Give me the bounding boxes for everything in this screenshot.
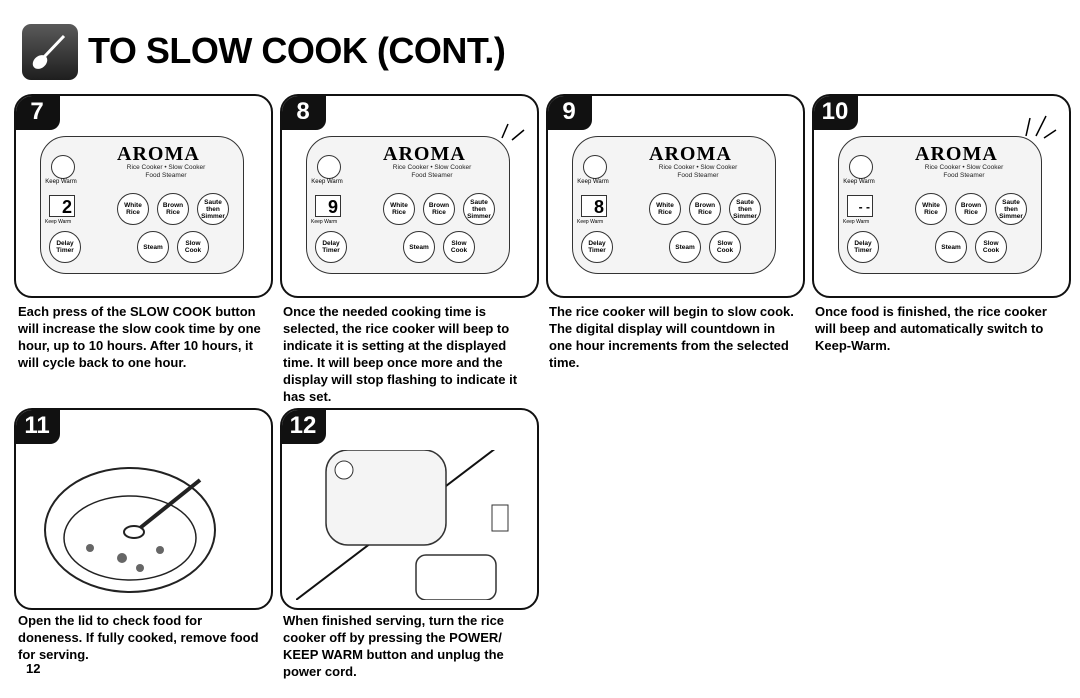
step-number: 8 — [282, 96, 326, 130]
slow-cook-button[interactable]: Slow Cook — [975, 231, 1007, 263]
brand-logo: AROMA — [915, 143, 998, 165]
saute-button[interactable]: Saute then Simmer — [197, 193, 229, 225]
keep-warm-label: Keep Warm — [311, 179, 343, 185]
keep-warm-label: Keep Warm — [577, 179, 609, 185]
keep-warm-label: Keep Warm — [843, 179, 875, 185]
spoon-icon — [22, 24, 78, 80]
brand-logo: AROMA — [383, 143, 466, 165]
power-button[interactable] — [51, 155, 75, 179]
step-caption: Open the lid to check food for doneness.… — [18, 613, 259, 662]
keep-warm-light-label: Keep Warm — [843, 219, 870, 225]
steam-button[interactable]: Steam — [403, 231, 435, 263]
step-panel-12: 12 — [280, 408, 539, 610]
power-button[interactable] — [849, 155, 873, 179]
white-rice-button[interactable]: White Rice — [915, 193, 947, 225]
keep-warm-light-label: Keep Warm — [45, 219, 72, 225]
white-rice-button[interactable]: White Rice — [383, 193, 415, 225]
saute-button[interactable]: Saute then Simmer — [463, 193, 495, 225]
step-caption: Each press of the SLOW COOK button will … — [18, 304, 261, 370]
step-caption: The rice cooker will begin to slow cook.… — [549, 304, 794, 370]
beep-lines-icon — [1025, 115, 1057, 139]
step-panel-11: 11 — [14, 408, 273, 610]
white-rice-button[interactable]: White Rice — [117, 193, 149, 225]
delay-timer-button[interactable]: Delay Timer — [49, 231, 81, 263]
saute-button[interactable]: Saute then Simmer — [729, 193, 761, 225]
step-number: 7 — [16, 96, 60, 130]
page-title: TO SLOW COOK (CONT.) — [88, 30, 506, 71]
power-button[interactable] — [583, 155, 607, 179]
step-caption: Once food is finished, the rice cooker w… — [815, 304, 1047, 353]
slow-cook-button[interactable]: Slow Cook — [443, 231, 475, 263]
step-number: 11 — [16, 410, 60, 444]
step-caption: Once the needed cooking time is selected… — [283, 304, 518, 404]
delay-timer-button[interactable]: Delay Timer — [315, 231, 347, 263]
step-number: 10 — [814, 96, 858, 130]
brown-rice-button[interactable]: Brown Rice — [423, 193, 455, 225]
open-lid-illustration — [44, 467, 216, 593]
steam-button[interactable]: Steam — [935, 231, 967, 263]
power-button[interactable] — [317, 155, 341, 179]
page-number: 12 — [26, 661, 41, 676]
steam-button[interactable]: Steam — [137, 231, 169, 263]
unplug-illustration — [296, 450, 509, 600]
delay-timer-button[interactable]: Delay Timer — [847, 231, 879, 263]
white-rice-button[interactable]: White Rice — [649, 193, 681, 225]
step-caption: When finished serving, turn the rice coo… — [283, 613, 505, 679]
brand-logo: AROMA — [649, 143, 732, 165]
keep-warm-label: Keep Warm — [45, 179, 77, 185]
digital-display: - - — [847, 195, 873, 217]
digital-display: 2 — [49, 195, 75, 217]
beep-lines-icon — [501, 123, 525, 141]
slow-cook-button[interactable]: Slow Cook — [709, 231, 741, 263]
keep-warm-light-label: Keep Warm — [311, 219, 338, 225]
digital-display: 9 — [315, 195, 341, 217]
delay-timer-button[interactable]: Delay Timer — [581, 231, 613, 263]
step-number: 12 — [282, 410, 326, 444]
slow-cook-button[interactable]: Slow Cook — [177, 231, 209, 263]
brown-rice-button[interactable]: Brown Rice — [157, 193, 189, 225]
brand-logo: AROMA — [117, 143, 200, 165]
step-number: 9 — [548, 96, 592, 130]
saute-button[interactable]: Saute then Simmer — [995, 193, 1027, 225]
steam-button[interactable]: Steam — [669, 231, 701, 263]
brown-rice-button[interactable]: Brown Rice — [955, 193, 987, 225]
brown-rice-button[interactable]: Brown Rice — [689, 193, 721, 225]
keep-warm-light-label: Keep Warm — [577, 219, 604, 225]
digital-display: 8 — [581, 195, 607, 217]
